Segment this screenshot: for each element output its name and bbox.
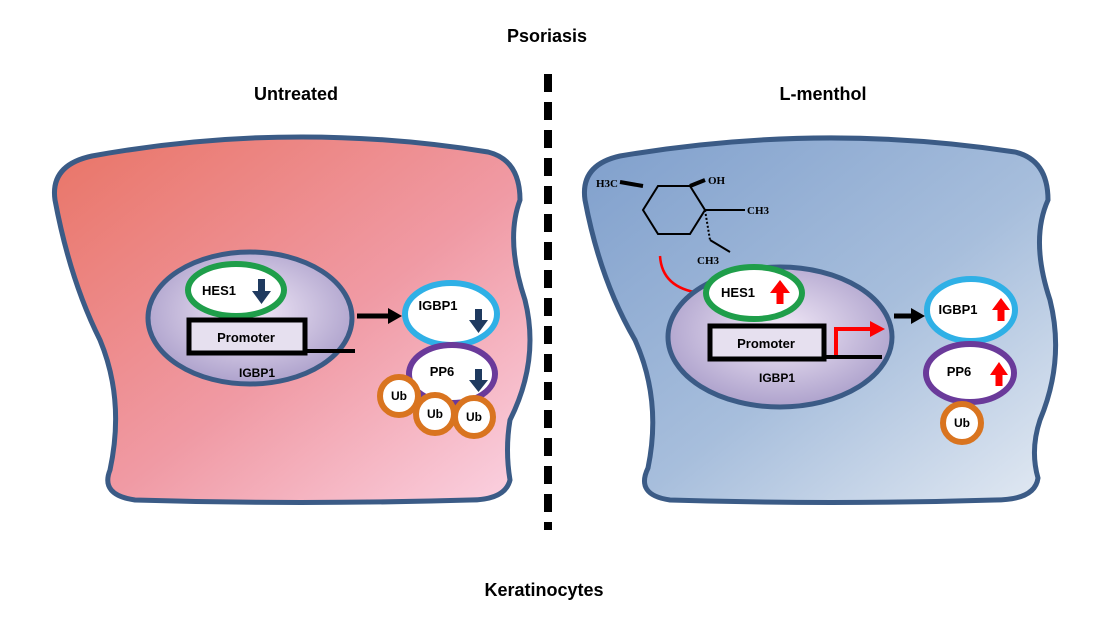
molecule-ch3-a: CH3	[747, 205, 770, 217]
treated-transport-arrow-icon	[894, 308, 925, 324]
untreated-ub-3-label: Ub	[466, 410, 482, 424]
treated-promoter	[707, 323, 827, 362]
untreated-hes1-label: HES1	[202, 283, 236, 298]
molecule-oh: OH	[708, 175, 726, 187]
treated-pp6-label: PP6	[947, 364, 972, 379]
untreated-ub-3	[452, 395, 496, 439]
untreated-igbp1-down-arrow-icon	[469, 309, 488, 333]
figure-title: Psoriasis	[507, 26, 587, 46]
untreated-promoter-label: Promoter	[217, 330, 275, 345]
untreated-pp6-label: PP6	[430, 364, 455, 379]
molecule-h3c: H3C	[596, 178, 618, 190]
treated-ub-1-label: Ub	[954, 416, 970, 430]
treated-promoter-label: Promoter	[737, 336, 795, 351]
treated-ub-1	[940, 401, 984, 445]
menthol-molecule-icon: H3C OH CH3 CH3	[596, 175, 770, 267]
transcription-start-arrow-icon	[834, 321, 885, 355]
untreated-ub-2-label: Ub	[427, 407, 443, 421]
treated-heading: L-menthol	[780, 84, 867, 104]
untreated-hes1	[185, 261, 287, 319]
untreated-ub-1-label: Ub	[391, 389, 407, 403]
molecule-ch3-b: CH3	[697, 255, 720, 267]
untreated-ub-1	[377, 374, 421, 418]
untreated-nucleus-label: IGBP1	[239, 366, 275, 380]
treated-pp6-up-arrow-icon	[990, 362, 1008, 386]
figure-footer: Keratinocytes	[484, 580, 603, 600]
untreated-igbp1	[402, 280, 500, 348]
treated-hes1	[703, 264, 805, 322]
untreated-igbp1-label: IGBP1	[418, 298, 457, 313]
treated-hes1-up-arrow-icon	[770, 280, 790, 304]
untreated-promoter	[186, 317, 308, 356]
treated-igbp1	[924, 276, 1018, 344]
treated-pp6	[923, 341, 1017, 405]
untreated-transport-arrow-icon	[357, 308, 402, 324]
untreated-pp6-down-arrow-icon	[469, 369, 488, 392]
untreated-heading: Untreated	[254, 84, 338, 104]
treated-igbp1-label: IGBP1	[938, 302, 977, 317]
untreated-hes1-down-arrow-icon	[252, 279, 271, 304]
treated-nucleus-label: IGBP1	[759, 371, 795, 385]
treated-hes1-label: HES1	[721, 285, 755, 300]
treated-igbp1-up-arrow-icon	[992, 298, 1010, 321]
